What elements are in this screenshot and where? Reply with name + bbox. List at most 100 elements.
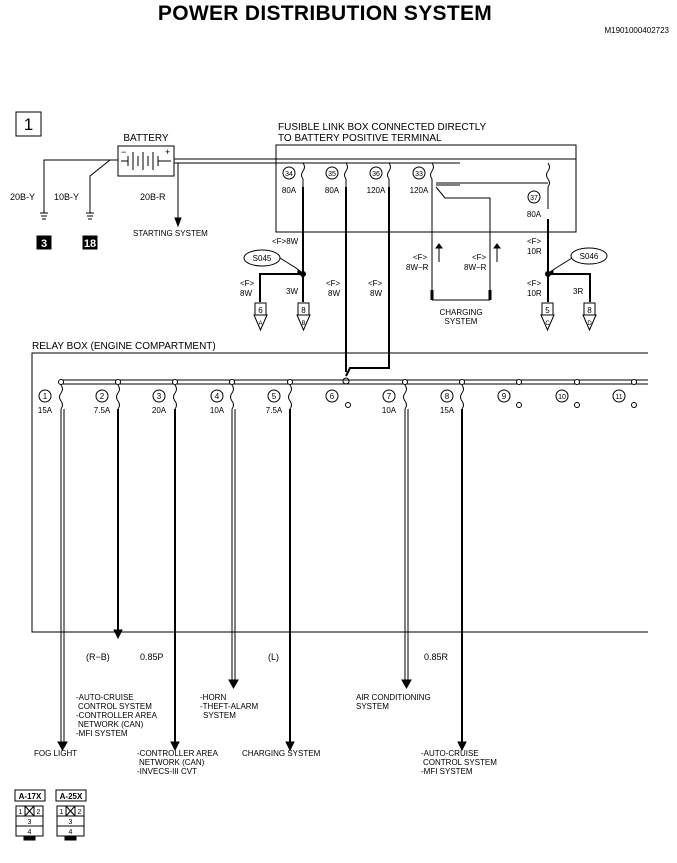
wire-mid2-8w: 8W — [370, 289, 382, 298]
connector-a-25x-label-box — [55, 789, 87, 802]
out4-line3: SYSTEM — [203, 711, 236, 720]
fusible-link-34 — [282, 166, 296, 180]
relay-fuse-4-num: 4 — [215, 392, 220, 401]
wire-b-3w: 3W — [286, 287, 298, 296]
page-number-box — [15, 111, 42, 137]
wire-charge1-f: <F> — [413, 253, 428, 262]
page-number: 1 — [24, 115, 33, 134]
relay-fuse-7-amp: 10A — [382, 406, 397, 415]
a17x-pin4: 4 — [28, 829, 32, 836]
relay-fuse-4-amp: 10A — [210, 406, 225, 415]
fusible-link-35 — [325, 166, 339, 180]
connector-arrow-a — [253, 314, 268, 332]
splice-s046-text: S046 — [580, 252, 599, 261]
relay-fuse-6-num: 6 — [330, 392, 335, 401]
relay-fuse-5-amp: 7.5A — [266, 406, 283, 415]
relay-fuse-3 — [152, 389, 166, 403]
relay-fuse-2 — [95, 389, 109, 403]
a25x-pin1: 1 — [60, 809, 64, 816]
connector-a-25x-name: A-25X — [60, 792, 83, 801]
out7-line2: SYSTEM — [356, 702, 389, 711]
starting-system-label: STARTING SYSTEM — [133, 229, 208, 238]
relay-fuse-2-num: 2 — [100, 392, 105, 401]
ground-18-badge — [82, 235, 98, 250]
relay-fuse-11 — [612, 389, 626, 403]
fusible-link-35-num: 35 — [328, 171, 336, 178]
wire-r-10r-top: 10R — [527, 247, 542, 256]
relay-fuse-1-amp: 15A — [38, 406, 53, 415]
ground-3-label: 3 — [41, 238, 47, 250]
conn-d-num: 8 — [587, 306, 592, 315]
out8-line2: CONTROL SYSTEM — [423, 758, 497, 767]
conn-a-num: 6 — [258, 306, 263, 315]
out8-line3: -MFI SYSTEM — [421, 767, 473, 776]
out3-line3: -INVECS-III CVT — [137, 767, 197, 776]
wire-a-8w: 8W — [240, 289, 252, 298]
relay-fuse-9-num: 9 — [502, 392, 507, 401]
wire-10b-y: 10B-Y — [54, 192, 79, 202]
fusible-link-34-amp: 80A — [282, 186, 297, 195]
charging-system-label-2: SYSTEM — [445, 317, 478, 326]
fog-light-label: FOG LIGHT — [34, 749, 77, 758]
battery-label: BATTERY — [123, 133, 169, 144]
out2-line4: NETWORK (CAN) — [78, 720, 144, 729]
fusible-link-34-num: 34 — [285, 171, 293, 178]
relay-fuse-4 — [210, 389, 224, 403]
wire-20b-r: 20B-R — [140, 192, 166, 202]
battery-plus-label: + — [165, 147, 170, 157]
fusible-link-box-title-2: TO BATTERY POSITIVE TERMINAL — [278, 133, 442, 144]
relay-fuse-8-num: 8 — [445, 392, 450, 401]
out3-line1: -CONTROLLER AREA — [137, 749, 219, 758]
connector-arrow-b — [296, 314, 311, 332]
a17x-pin2: 2 — [37, 809, 41, 816]
relay-fuse-10 — [555, 389, 569, 403]
relay-fuse-5-num: 5 — [272, 392, 277, 401]
connector-a-17x-name: A-17X — [19, 792, 42, 801]
fusible-link-37-amp: 80A — [527, 210, 542, 219]
wire-mid2-f: <F> — [368, 279, 383, 288]
page-title: POWER DISTRIBUTION SYSTEM — [157, 2, 493, 25]
relay-fuse-1-num: 1 — [43, 392, 48, 401]
wire-a-f: <F> — [240, 279, 255, 288]
a17x-pin3: 3 — [28, 819, 32, 826]
out2-line3: -CONTROLLER AREA — [76, 711, 158, 720]
relay-fuse-1 — [38, 389, 52, 403]
relay-box — [31, 352, 648, 633]
fusible-link-box — [275, 144, 577, 233]
wire-r-b: (R−B) — [86, 652, 110, 662]
fusible-link-box-title-1: FUSIBLE LINK BOX CONNECTED DIRECTLY — [278, 122, 487, 133]
wire-f8w-top: <F>8W — [272, 237, 299, 246]
relay-fuse-6 — [325, 389, 339, 403]
battery-symbol — [117, 145, 175, 177]
relay-fuse-7-num: 7 — [387, 392, 392, 401]
out2-line5: -MFI SYSTEM — [76, 729, 128, 738]
relay-fuse-11-num: 11 — [615, 394, 622, 401]
wire-r-f-top: <F> — [527, 237, 542, 246]
charging-system-label-1: CHARGING — [439, 308, 482, 317]
wire-mid1-f: <F> — [326, 279, 341, 288]
a25x-pin4: 4 — [69, 829, 73, 836]
connector-arrow-d — [582, 314, 597, 332]
out3-line2: NETWORK (CAN) — [139, 758, 205, 767]
ground-3-badge — [36, 235, 52, 250]
battery-minus-label: − — [121, 147, 126, 157]
wire-l: (L) — [268, 652, 279, 662]
relay-fuse-8 — [440, 389, 454, 403]
a17x-pin1: 1 — [19, 809, 23, 816]
conn-c-letter: C — [545, 321, 550, 327]
out7-line1: AIR CONDITIONING — [356, 693, 431, 702]
connector-arrow-c — [540, 314, 555, 332]
conn-d-letter: D — [587, 321, 592, 327]
conn-a-letter: A — [258, 321, 262, 327]
fusible-link-33-amp: 120A — [410, 186, 429, 195]
wire-d-3r: 3R — [573, 287, 583, 296]
out2-line1: -AUTO-CRUISE — [76, 693, 134, 702]
out2-line2: CONTROL SYSTEM — [78, 702, 152, 711]
relay-box-title: RELAY BOX (ENGINE COMPARTMENT) — [32, 341, 216, 352]
out8-line1: -AUTO-CRUISE — [421, 749, 479, 758]
wire-mid1-8w: 8W — [328, 289, 340, 298]
fusible-link-37 — [527, 190, 541, 204]
wire-20b-y: 20B-Y — [10, 192, 35, 202]
conn-c-num: 5 — [545, 306, 550, 315]
